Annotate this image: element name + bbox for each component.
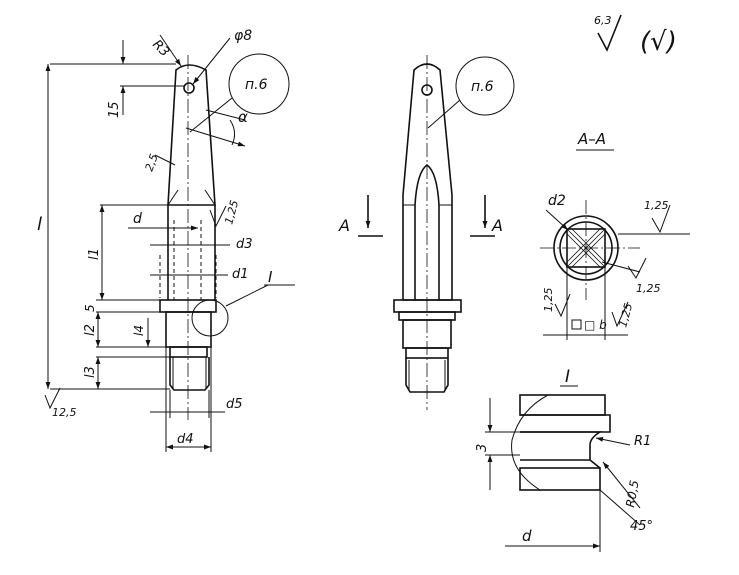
note-left-text: п.6 <box>245 77 268 93</box>
head-height-label: 15 <box>107 101 122 118</box>
general-roughness-other: (√) <box>640 27 677 57</box>
note-callout-left: п.6 <box>189 53 290 133</box>
detail-i: I 3 R1 R0,5 45° d <box>475 367 653 552</box>
roughness-slot: 1,25 <box>222 199 241 226</box>
hole-diameter-label: φ8 <box>234 28 252 44</box>
general-roughness-value: 6,3 <box>594 14 612 27</box>
detail-title: I <box>565 367 570 387</box>
detail-angle-label: 45° <box>630 519 653 534</box>
radius-label: R3 <box>149 37 172 60</box>
l1-label: l1 <box>87 248 102 260</box>
l2-label: l2 <box>83 324 98 336</box>
section-roughness-left: 1,25 <box>542 288 555 313</box>
general-roughness: 6,3 (√) <box>594 14 677 57</box>
left-view <box>159 55 229 420</box>
d5-label: d5 <box>226 397 243 412</box>
note-callout-middle: п.6 <box>427 56 515 129</box>
d3-label: d3 <box>236 237 253 252</box>
angle-label: α <box>238 108 248 126</box>
note-middle-text: п.6 <box>471 79 494 95</box>
l4-label: l4 <box>132 325 146 336</box>
chamfer-label: 2,5 <box>143 152 161 173</box>
section-roughness-right: 1,25 <box>636 282 661 295</box>
roughness-body: 12,5 <box>52 406 77 419</box>
detail-radius1-label: R1 <box>634 434 651 449</box>
d4-label: d4 <box>177 432 194 447</box>
detail-marker: I <box>268 268 273 286</box>
l3-label: l3 <box>83 366 98 378</box>
detail-radius2-label: R0,5 <box>623 479 642 508</box>
d1-label: d1 <box>232 267 249 282</box>
section-arrow-left-label: A <box>338 216 350 235</box>
d-label: d <box>133 211 142 227</box>
section-roughness-bottom: 1,25 <box>616 302 635 329</box>
detail-height-label: 3 <box>475 444 490 452</box>
collar-label: 5 <box>83 304 97 312</box>
section-a-a: A–A d2 1,25 1,25 □ b 1,25 <box>540 130 690 340</box>
left-dimensions: l 15 R3 φ8 α 2,5 d d3 d1 l1 5 <box>37 28 295 452</box>
overall-length-label: l <box>37 214 42 235</box>
middle-view: A A <box>338 55 503 410</box>
section-arrow-right-label: A <box>491 216 503 235</box>
detail-d-label: d <box>522 527 532 545</box>
section-title: A–A <box>577 130 606 148</box>
section-roughness-top: 1,25 <box>644 199 669 212</box>
square-label: □ b <box>584 318 607 332</box>
d2-label: d2 <box>548 193 566 209</box>
